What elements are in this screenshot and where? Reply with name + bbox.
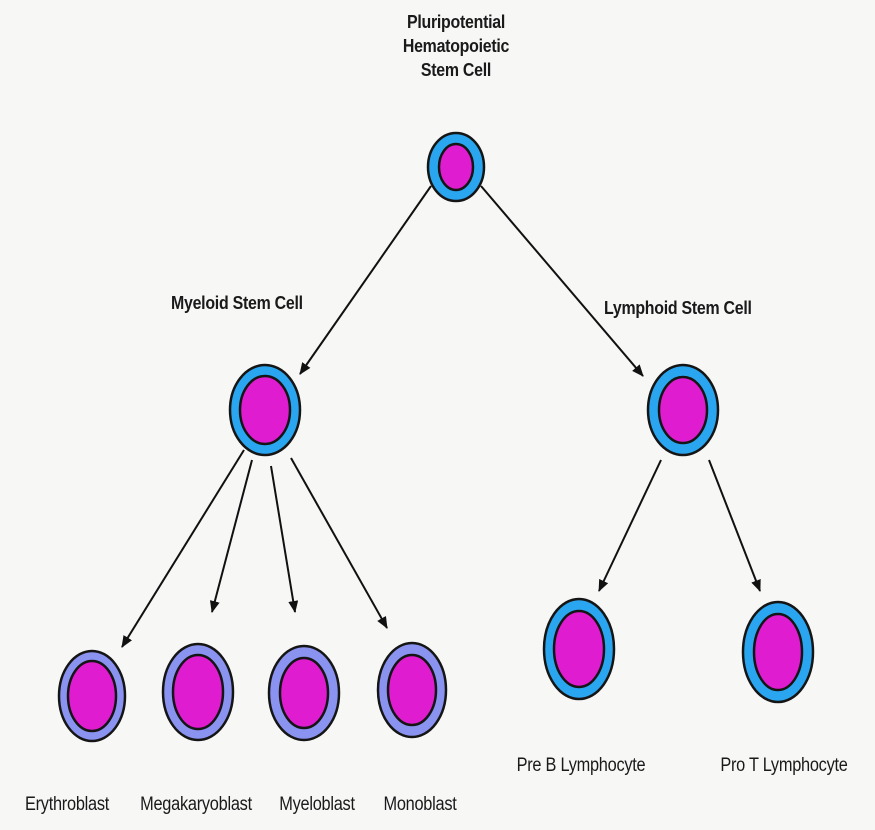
- cell-pro-t-lymphocyte: [743, 602, 813, 702]
- megakaryoblast-label: Megakaryoblast: [132, 794, 261, 816]
- arrow-myeloid-to-myeloblast: [271, 466, 295, 612]
- cell-nucleus: [240, 376, 290, 444]
- arrow-lymphoid-to-prot: [709, 460, 760, 591]
- cell-myeloid-stem: [230, 365, 300, 455]
- cell-root: [428, 133, 484, 201]
- root-title-line: Stem Cell: [383, 58, 529, 82]
- pro-t-lymphocyte-label: Pro T Lymphocyte: [707, 755, 862, 777]
- cell-nucleus: [388, 655, 436, 725]
- arrow-lymphoid-to-preb: [599, 460, 661, 591]
- lymphoid-stem-cell-label: Lymphoid Stem Cell: [604, 297, 752, 319]
- cell-nucleus: [554, 611, 604, 687]
- root-title-line: Hematopoietic: [383, 34, 529, 58]
- myeloblast-label: Myeloblast: [270, 794, 365, 816]
- cell-monoblast: [378, 643, 446, 737]
- root-title-line: Pluripotential: [383, 10, 529, 34]
- cell-nucleus: [280, 658, 328, 728]
- arrow-root-to-lymphoid: [481, 186, 643, 376]
- cell-lymphoid-stem: [648, 365, 718, 455]
- cell-nucleus: [439, 144, 473, 190]
- cell-megakaryoblast: [163, 644, 233, 740]
- arrow-myeloid-to-monoblast: [291, 458, 387, 628]
- myeloid-stem-cell-label: Myeloid Stem Cell: [171, 292, 303, 314]
- arrow-root-to-myeloid: [300, 186, 431, 374]
- cell-myeloblast: [269, 646, 339, 740]
- erythroblast-label: Erythroblast: [15, 794, 118, 816]
- cell-pre-b-lymphocyte: [544, 599, 614, 699]
- cell-nucleus: [173, 655, 223, 729]
- cell-nucleus: [754, 614, 802, 690]
- cell-erythroblast: [59, 651, 125, 741]
- arrow-myeloid-to-erythroblast: [122, 450, 244, 647]
- arrow-myeloid-to-megakaryoblast: [212, 460, 252, 612]
- pre-b-lymphocyte-label: Pre B Lymphocyte: [504, 755, 659, 777]
- cell-nucleus: [68, 661, 116, 731]
- cell-nucleus: [659, 377, 707, 443]
- root-cell-label: Pluripotential Hematopoietic Stem Cell: [383, 10, 529, 82]
- monoblast-label: Monoblast: [379, 794, 462, 816]
